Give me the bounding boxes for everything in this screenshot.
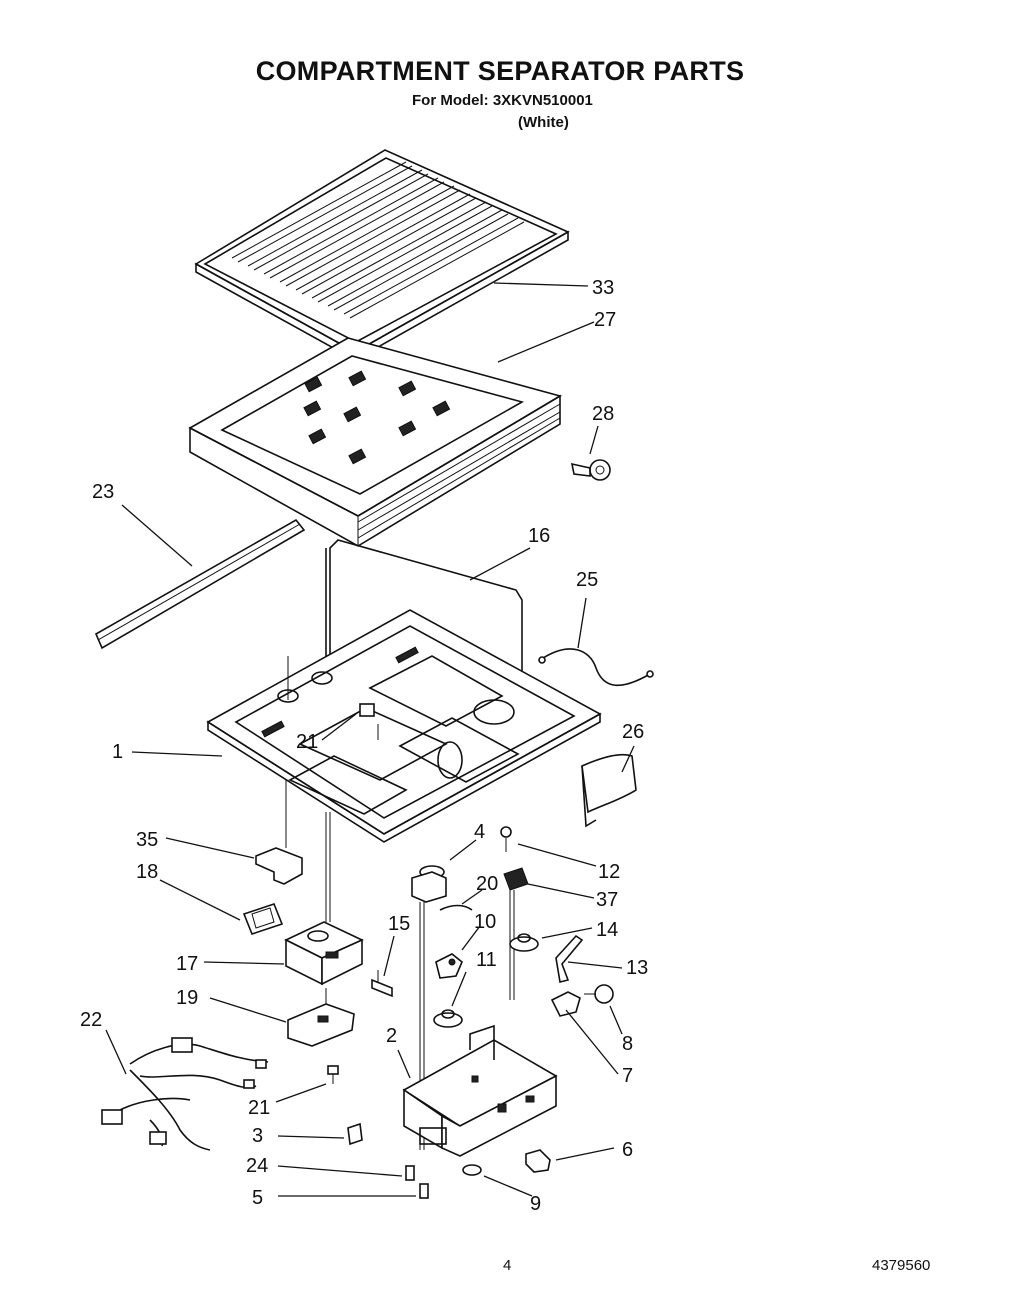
callout-20: 20 [476,873,498,895]
callout-9: 9 [530,1193,541,1215]
callout-22: 22 [80,1009,102,1031]
page-title: COMPARTMENT SEPARATOR PARTS [255,56,745,86]
callout-3: 3 [252,1125,263,1147]
callout-33: 33 [592,277,614,299]
part-15-tube [371,970,393,998]
part-5-screw [419,1183,429,1199]
part-33-shelf-grille [194,149,570,361]
callout-28: 28 [592,403,614,425]
callout-5: 5 [252,1187,263,1209]
callout-17: 17 [176,953,198,975]
part-22-wire-harness [101,1037,269,1151]
callout-27: 27 [594,309,616,331]
part-7-lamp-socket [550,991,581,1017]
callout-21-lower: 21 [248,1097,270,1119]
model-color: (White) [518,114,569,131]
part-8-lamp [584,984,614,1004]
callout-8: 8 [622,1033,633,1055]
page-number: 4 [503,1257,512,1274]
callout-16: 16 [528,525,550,547]
part-28-clip [570,459,611,481]
callout-13: 13 [626,957,648,979]
part-24-screw [405,1165,415,1181]
part-35-bracket [255,780,303,885]
callout-10: 10 [474,911,496,933]
callout-35: 35 [136,829,158,851]
part-21-screw-upper [359,703,379,740]
part-25-wire [538,648,654,687]
part-6-switch [525,1149,551,1173]
part-19-mounting-bracket [287,988,355,1047]
callout-25: 25 [576,569,598,591]
callout-15: 15 [388,913,410,935]
part-27-separator-frame [188,337,563,547]
callout-11: 11 [476,949,497,971]
part-18-gasket [242,903,284,935]
part-21-screw-lower [327,1065,339,1084]
part-2-control-bracket [402,1024,558,1157]
callout-18: 18 [136,861,158,883]
part-1-separator-base [206,609,602,843]
callout-23: 23 [92,481,114,503]
callout-12: 12 [598,861,620,883]
part-12-screw [500,826,512,852]
part-9-nut [462,1164,482,1176]
part-23-trim-strip [94,518,306,650]
callout-21-upper: 21 [296,731,318,753]
callout-2: 2 [386,1025,397,1047]
callout-1: 1 [112,741,123,763]
model-number: For Model: 3XKVN510001 [412,92,593,109]
part-11-knob [433,1009,463,1028]
callout-4: 4 [474,821,485,843]
callout-7: 7 [622,1065,633,1087]
part-3-clip [347,1122,363,1146]
callout-6: 6 [622,1139,633,1161]
part-14-knob-base [509,933,539,952]
part-20-tube [439,904,473,911]
part-10-thermostat [435,953,463,979]
callout-24: 24 [246,1155,268,1177]
leader-lines [105,282,635,1197]
document-number: 4379560 [872,1257,931,1274]
callout-labels: 33 27 28 23 16 25 1 21 26 35 4 12 18 20 … [80,277,648,1215]
callout-26: 26 [622,721,644,743]
callout-19: 19 [176,987,198,1009]
part-13-shaft [555,934,584,983]
callout-37: 37 [596,889,618,911]
part-17-control-housing [284,812,364,986]
part-26-cover [581,753,637,828]
callout-14: 14 [596,919,618,941]
